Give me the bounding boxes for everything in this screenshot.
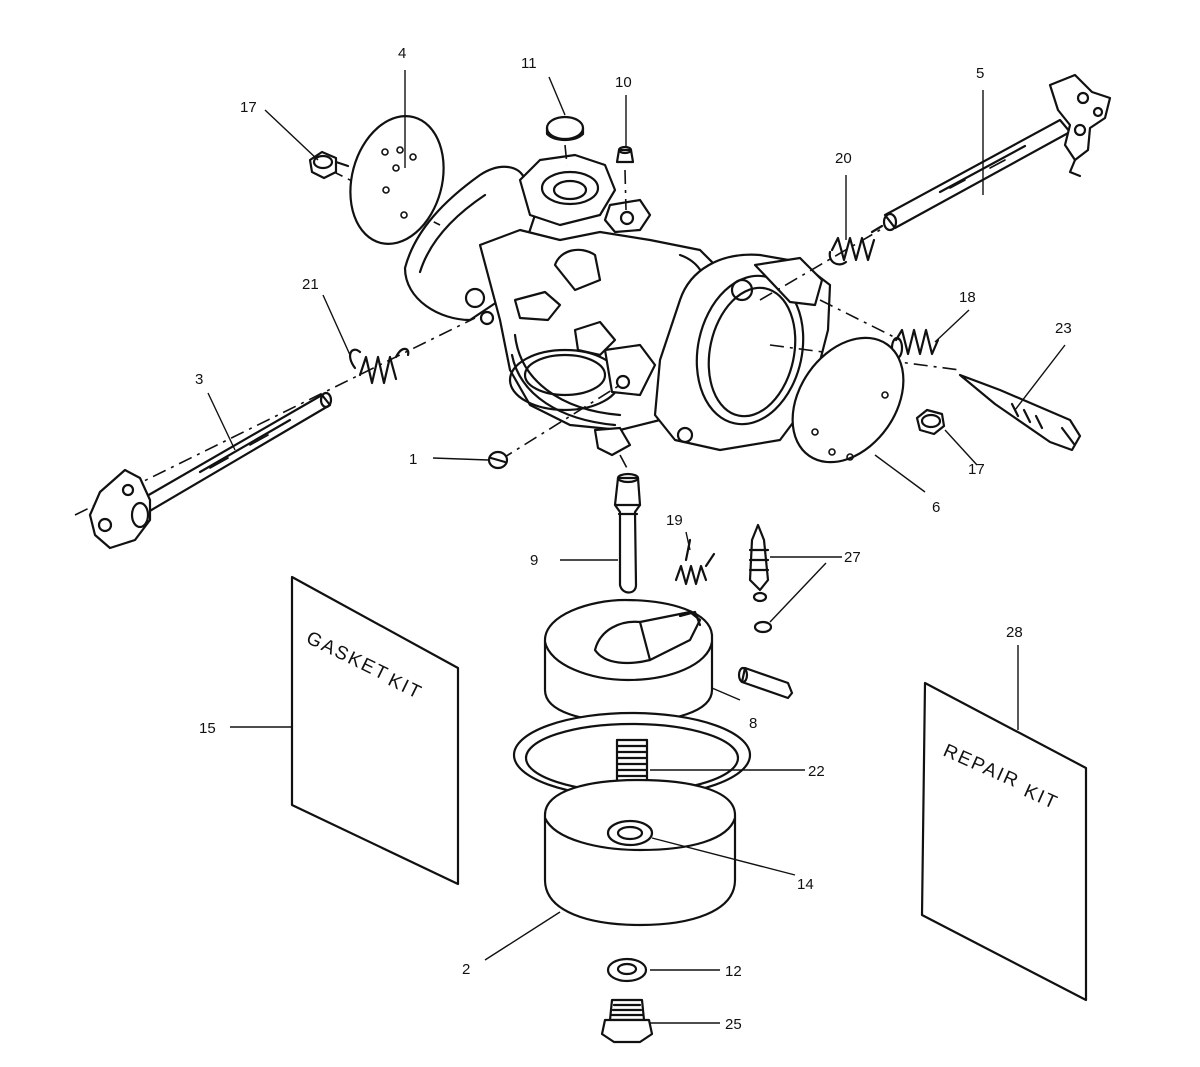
part-27-inlet-needle xyxy=(748,523,773,634)
part-15-gasket-kit: GASKET KIT xyxy=(290,575,460,886)
part-21-spring xyxy=(348,347,410,385)
part-5-choke-shaft xyxy=(882,73,1112,232)
callout-18: 18 xyxy=(959,289,976,306)
leader-lines xyxy=(207,70,1066,1024)
callout-27: 27 xyxy=(844,549,861,566)
part-23-needle-screw xyxy=(958,373,1082,452)
part-28-repair-kit: REPAIR KIT xyxy=(920,681,1088,1002)
callout-5: 5 xyxy=(976,65,984,82)
callout-2: 2 xyxy=(462,961,470,978)
callout-6: 6 xyxy=(932,499,940,516)
part-20-spring xyxy=(828,224,884,266)
part-17-screw-right xyxy=(915,408,946,436)
part-18-spring xyxy=(890,328,940,360)
callout-labels: 4 17 11 10 5 20 18 23 21 3 1 17 6 9 19 2… xyxy=(195,45,1072,1033)
part-1-clip xyxy=(487,450,509,470)
part-11-welch-plug xyxy=(545,115,585,142)
callout-20: 20 xyxy=(835,150,852,167)
carburetor-body xyxy=(403,153,832,457)
float xyxy=(543,598,714,724)
callout-15: 15 xyxy=(199,720,216,737)
callout-11: 11 xyxy=(521,55,537,72)
part-6-choke-plate xyxy=(791,336,905,464)
callout-21: 21 xyxy=(302,276,319,293)
part-10-plug xyxy=(615,145,635,164)
callout-10: 10 xyxy=(615,74,632,91)
callout-19: 19 xyxy=(666,512,683,529)
callout-14: 14 xyxy=(797,876,814,893)
callout-23: 23 xyxy=(1055,320,1072,337)
callout-25: 25 xyxy=(725,1016,742,1033)
part-25-drain-plug xyxy=(600,998,654,1044)
part-17-screw-left xyxy=(308,150,350,180)
part-22-spring xyxy=(615,738,649,784)
callout-3: 3 xyxy=(195,371,203,388)
callout-8: 8 xyxy=(749,715,757,732)
callout-12: 12 xyxy=(725,963,742,980)
part-9-nozzle xyxy=(613,472,642,594)
part-4-throttle-plate xyxy=(349,115,445,245)
callout-1: 1 xyxy=(409,451,417,468)
part-8-pin xyxy=(711,666,794,701)
callout-4: 4 xyxy=(398,45,406,62)
callout-28: 28 xyxy=(1006,624,1023,641)
part-19-spring xyxy=(674,538,716,586)
callout-22: 22 xyxy=(808,763,825,780)
part-3-throttle-shaft xyxy=(88,391,333,550)
part-2-float-bowl xyxy=(543,778,737,927)
callout-17-left: 17 xyxy=(240,99,257,116)
part-12-washer xyxy=(606,957,648,983)
callout-9: 9 xyxy=(530,552,538,569)
callout-17-right: 17 xyxy=(968,461,985,478)
